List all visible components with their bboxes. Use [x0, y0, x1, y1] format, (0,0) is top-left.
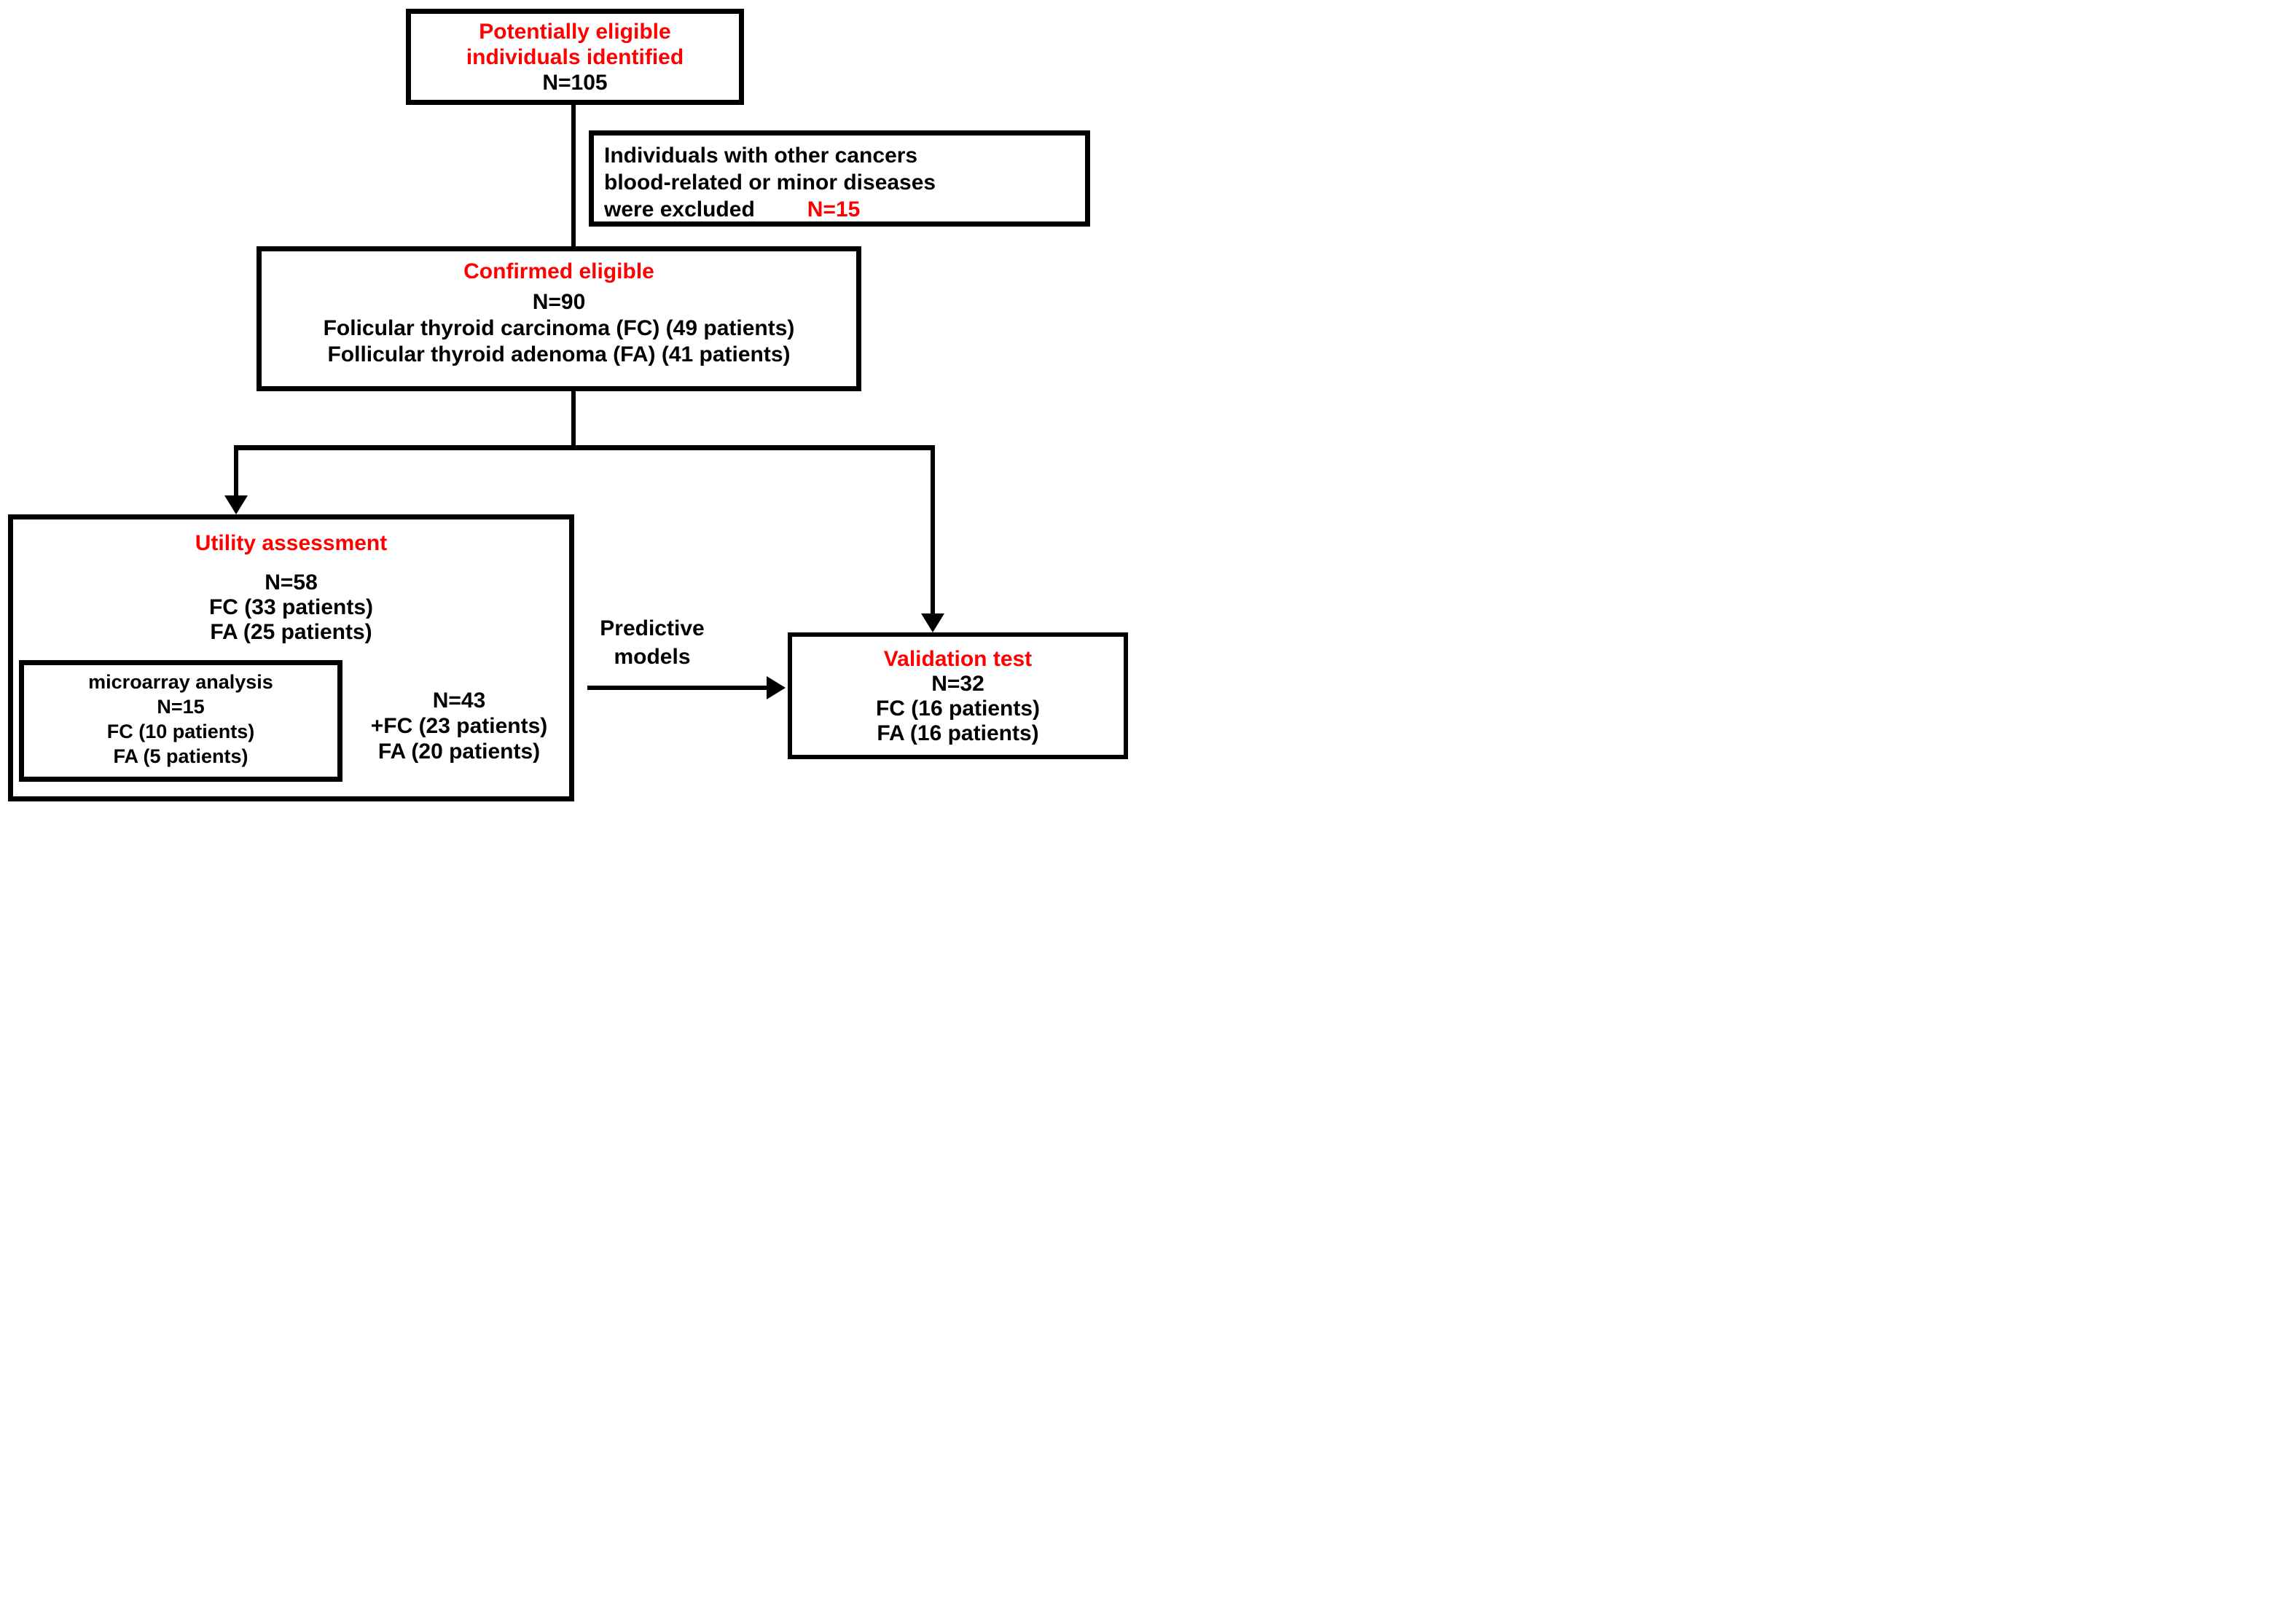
predictive-models-label: Predictive models: [587, 614, 718, 671]
box-potentially-eligible: Potentially eligible individuals identif…: [406, 9, 744, 105]
utility-fa: FA (25 patients): [210, 620, 372, 644]
arrowhead-down-utility-icon: [224, 495, 248, 514]
connector-confirmed-to-branch-line: [571, 391, 576, 447]
microarray-n: N=15: [157, 696, 205, 718]
remaining-fa: FA (20 patients): [377, 740, 541, 764]
utility-fc: FC (33 patients): [208, 595, 374, 619]
excluded-line2: blood-related or minor diseases: [604, 170, 936, 195]
utility-title: Utility assessment: [195, 531, 388, 555]
remaining-n: N=43: [432, 689, 486, 713]
confirmed-n: N=90: [532, 290, 586, 314]
arrowhead-right-predictive-icon: [767, 676, 786, 699]
connector-branch-left-line: [234, 445, 238, 498]
remaining-patients-block: N=43 +FC (23 patients) FA (20 patients): [342, 688, 576, 764]
confirmed-title: Confirmed eligible: [463, 259, 654, 283]
potentially-eligible-title-line2: individuals identified: [466, 44, 684, 69]
connector-branch-right-line: [931, 445, 935, 616]
predictive-label-line1: Predictive: [600, 616, 705, 640]
validation-fc: FC (16 patients): [875, 697, 1041, 721]
microarray-title: microarray analysis: [88, 671, 273, 693]
microarray-fa: FA (5 patients): [113, 745, 248, 767]
box-validation-test: Validation test N=32 FC (16 patients) FA…: [788, 632, 1128, 759]
potentially-eligible-n: N=105: [542, 70, 608, 95]
excluded-n: N=15: [807, 197, 861, 221]
connector-branch-horizontal-line: [234, 445, 935, 450]
box-excluded: Individuals with other cancers blood-rel…: [589, 130, 1090, 227]
confirmed-detail-fa: Follicular thyroid adenoma (FA) (41 pati…: [327, 342, 791, 366]
potentially-eligible-title-line1: Potentially eligible: [479, 19, 671, 44]
connector-predictive-arrow-line: [587, 686, 771, 690]
predictive-label-line2: models: [614, 645, 691, 669]
arrowhead-down-validation-icon: [921, 613, 944, 632]
confirmed-detail-fc: Folicular thyroid carcinoma (FC) (49 pat…: [323, 316, 795, 340]
validation-title: Validation test: [883, 647, 1033, 671]
excluded-line3: were excluded N=15: [604, 196, 1078, 223]
excluded-line1: Individuals with other cancers: [604, 144, 918, 168]
box-microarray-analysis: microarray analysis N=15 FC (10 patients…: [19, 660, 342, 782]
flow-diagram-canvas: Potentially eligible individuals identif…: [0, 0, 1138, 812]
utility-n: N=58: [265, 570, 318, 595]
validation-n: N=32: [931, 672, 984, 696]
box-confirmed-eligible: Confirmed eligible N=90 Folicular thyroi…: [257, 246, 861, 391]
excluded-line3-text: were excluded: [604, 197, 755, 221]
remaining-fc: +FC (23 patients): [370, 714, 548, 738]
connector-top-to-confirmed-line: [571, 105, 576, 246]
microarray-fc: FC (10 patients): [106, 721, 255, 742]
validation-fa: FA (16 patients): [877, 721, 1039, 745]
